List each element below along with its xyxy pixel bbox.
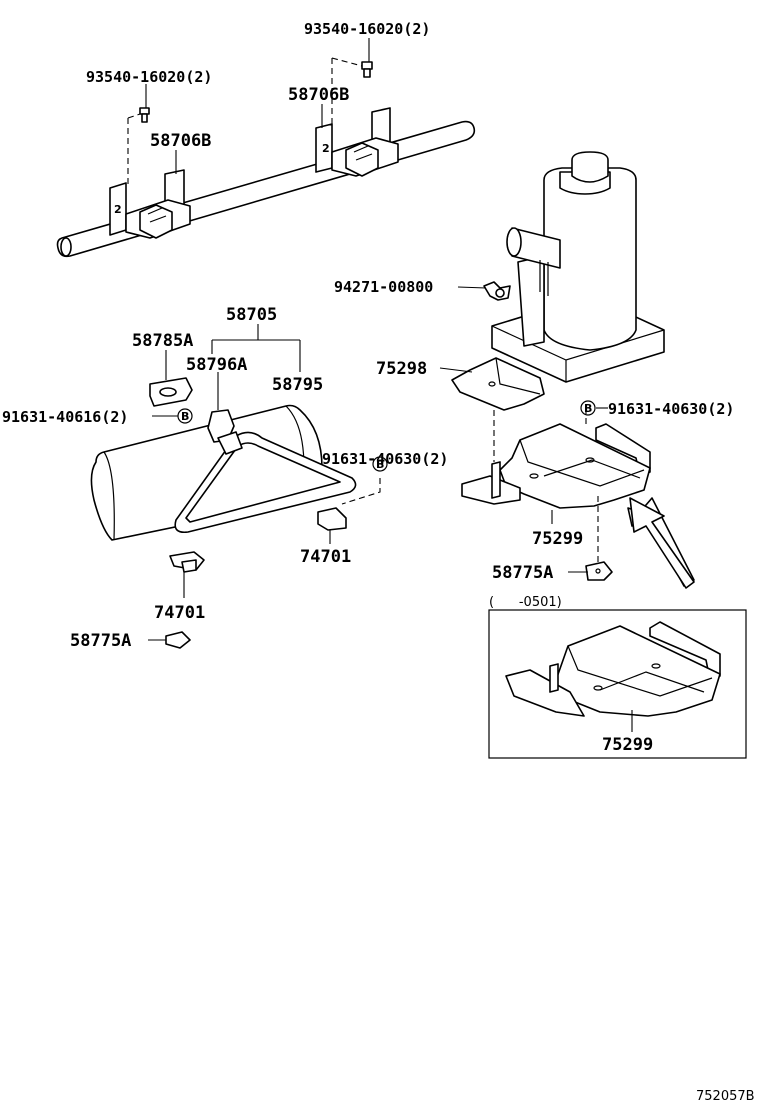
bolt-top-left-part	[139, 107, 150, 123]
svg-text:2: 2	[322, 142, 330, 155]
wing-bolt-part	[483, 281, 511, 301]
label-jack-plate: 75298	[376, 359, 427, 379]
label-inset-holder: 75299	[602, 735, 653, 755]
jack-plate-part	[451, 357, 545, 411]
strap-clip-part	[149, 377, 193, 407]
clip-a-part	[207, 409, 243, 455]
bottle-jack-part	[491, 151, 665, 383]
inset-frame	[488, 609, 747, 759]
label-bracket-mid: 74701	[300, 547, 351, 567]
label-jack-holder: 75299	[532, 529, 583, 549]
b-mark-mid: B	[372, 456, 388, 472]
b-mark-left-text: B	[181, 410, 189, 423]
b-mark-right-text: B	[584, 402, 592, 415]
label-bracket-low: 74701	[154, 603, 205, 623]
clip-right-part	[585, 561, 613, 581]
label-clip-low-left: 58775A	[70, 631, 131, 651]
bracket-mid-part	[317, 507, 347, 531]
bracket-right-part: 2	[315, 107, 399, 177]
jack-holder-part	[461, 423, 651, 509]
clip-left-part	[165, 631, 191, 649]
bolt-top-right-part	[361, 61, 373, 78]
inset-jack-holder-part	[505, 621, 721, 717]
drawing-code: 752057B	[696, 1089, 755, 1104]
label-screw-right: 91631-40630(2)	[608, 400, 734, 418]
bracket-left-part: 2	[109, 169, 191, 239]
b-mark-mid-text: B	[376, 458, 384, 471]
label-bolt-top-left: 93540-16020(2)	[86, 68, 212, 86]
bracket-low-part	[169, 551, 205, 573]
leader-jack-plate	[439, 367, 473, 373]
dash-right-bolt	[331, 57, 363, 128]
b-mark-right: B	[580, 400, 596, 416]
label-clip-low-right: 58775A	[492, 563, 553, 583]
direction-arrow	[627, 497, 695, 589]
label-bracket-left: 58706B	[150, 131, 211, 151]
label-tool-bag: 58705	[226, 305, 277, 325]
label-inset-range: ( -0501)	[489, 595, 562, 610]
label-screw-mid: 91631-40630(2)	[322, 450, 448, 468]
leader-tool-bag	[211, 324, 301, 372]
leader-wing-bolt	[457, 286, 487, 289]
label-strap-clip: 58785A	[132, 331, 193, 351]
label-bolt-top-right: 93540-16020(2)	[304, 20, 430, 38]
dash-screw-mid	[341, 478, 381, 505]
dash-left-bolt	[127, 113, 141, 186]
label-strap: 58795	[272, 375, 323, 395]
label-screw-left: 91631-40616(2)	[2, 408, 128, 426]
label-bracket-right: 58706B	[288, 85, 349, 105]
b-mark-left: B	[177, 408, 193, 424]
label-wing-bolt: 94271-00800	[334, 278, 433, 296]
svg-text:2: 2	[114, 203, 122, 216]
label-clip-a: 58796A	[186, 355, 247, 375]
